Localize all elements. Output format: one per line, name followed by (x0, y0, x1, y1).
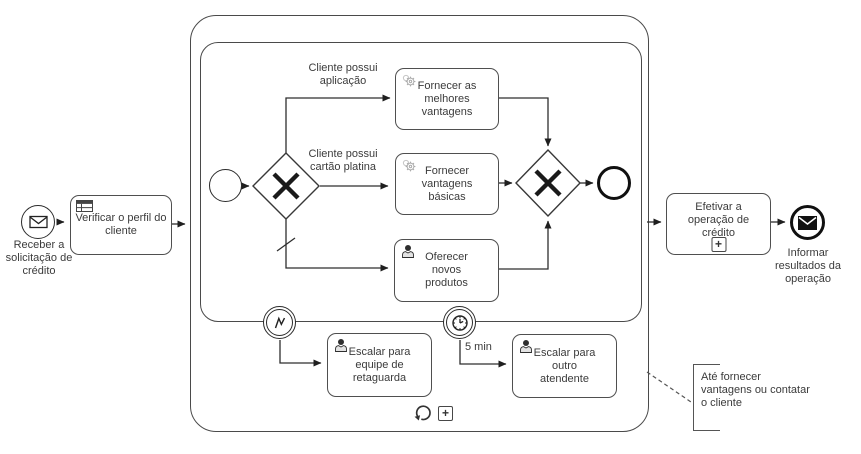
task-verify-profile[interactable]: Verificar o perfil do cliente (70, 195, 172, 255)
subprocess-loop-container[interactable] (190, 15, 649, 432)
task-label: Oferecer novos produtos (425, 251, 468, 289)
user-icon (335, 339, 347, 352)
boundary-error-event[interactable] (263, 306, 296, 339)
business-rule-icon (76, 200, 93, 212)
condition-label-platinum: Cliente possui cartão platina (308, 148, 378, 173)
loop-marker-icon (414, 405, 431, 421)
annotation-text: Até fornecer vantagens ou contatar o cli… (701, 371, 810, 409)
end-event-message[interactable] (790, 205, 825, 240)
condition-label-application: Cliente possui aplicação (308, 62, 378, 87)
boundary-ring (266, 309, 293, 336)
task-label: Fornecer vantagens básicas (421, 164, 473, 203)
start-event-label: Receber a solicitação de crédito (5, 239, 73, 277)
task-label: Escalar para outro atendente (533, 346, 596, 385)
task-offer-new-products[interactable]: Oferecer novos produtos (394, 239, 499, 302)
envelope-filled-icon (798, 215, 817, 230)
inner-start-event[interactable] (209, 169, 242, 202)
task-label: Fornecer as melhores vantagens (417, 79, 477, 118)
envelope-icon (28, 215, 48, 229)
inner-end-event[interactable] (597, 166, 631, 200)
task-escalate-other-agent[interactable]: Escalar para outro atendente (512, 334, 617, 398)
task-execute-credit-operation[interactable]: Efetivar a operação de crédito + (666, 193, 771, 255)
end-event-label: Informar resultados da operação (774, 247, 842, 285)
task-provide-best-advantages[interactable]: Fornecer as melhores vantagens (395, 68, 499, 130)
boundary-timer-event[interactable] (443, 306, 476, 339)
timer-duration-label: 5 min (465, 341, 492, 353)
boundary-ring (446, 309, 473, 336)
subprocess-plus-marker[interactable]: + (438, 406, 453, 421)
task-escalate-backoffice[interactable]: Escalar para equipe de retaguarda (327, 333, 432, 397)
task-label: Verificar o perfil do cliente (75, 212, 167, 237)
task-label: Escalar para equipe de retaguarda (348, 345, 411, 384)
error-zigzag-icon (274, 316, 285, 328)
task-label: Efetivar a operação de crédito (687, 200, 750, 239)
annotation-association (646, 371, 692, 403)
timer-clock-icon (451, 314, 468, 331)
start-event-message[interactable] (21, 205, 55, 239)
service-gear-icon (402, 159, 416, 172)
annotation-bracket (693, 364, 720, 431)
user-icon (402, 245, 414, 258)
subprocess-plus-marker[interactable]: + (711, 237, 726, 252)
service-gear-icon (402, 74, 416, 87)
task-provide-basic-advantages[interactable]: Fornecer vantagens básicas (395, 153, 499, 215)
subprocess-inner-container[interactable] (200, 42, 642, 322)
user-icon (520, 340, 532, 353)
